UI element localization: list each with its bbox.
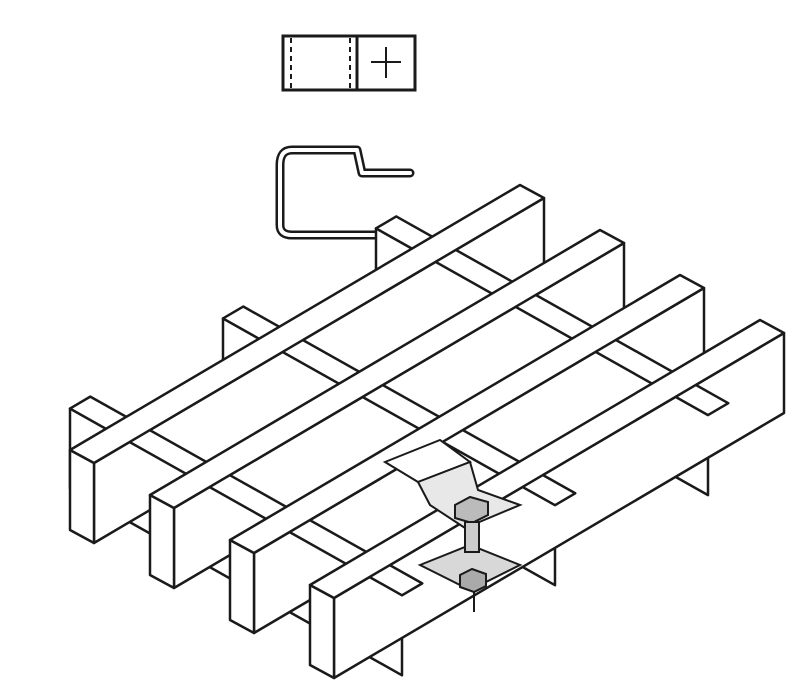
- load-bar-top-3: [310, 320, 784, 598]
- load-bar-top-2: [230, 275, 704, 553]
- cross-bar-top-0: [70, 397, 422, 596]
- load-bar-end-1: [150, 495, 174, 588]
- bolt-nut: [460, 569, 486, 592]
- clip-side-profile: [280, 150, 410, 235]
- bolt-hex-head: [455, 497, 488, 523]
- clip-bent-plate: [418, 462, 520, 528]
- load-bar-end-0: [70, 450, 94, 543]
- clip-lower-plate: [420, 545, 520, 590]
- load-bar-end-2: [230, 540, 254, 633]
- clip-top-view: [283, 36, 415, 90]
- bolt-shaft: [465, 522, 479, 552]
- load-bar-end-3: [310, 585, 334, 678]
- grating: [70, 185, 784, 678]
- load-bar-top-1: [150, 230, 624, 508]
- hold-down-clip: [385, 440, 520, 612]
- load-bar-top-0: [70, 185, 544, 463]
- bolt: [455, 497, 488, 612]
- cross-bar-top-2: [376, 216, 728, 415]
- plus-mark-icon: [371, 47, 401, 78]
